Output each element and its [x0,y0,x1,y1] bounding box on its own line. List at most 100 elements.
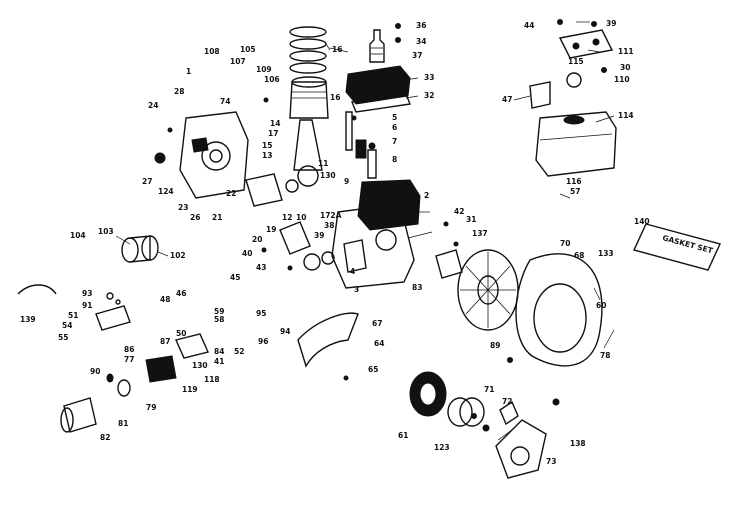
callout-12: 12 [282,213,292,222]
callout-60: 60 [596,301,606,310]
connecting-rod [293,119,323,187]
callout-115: 115 [568,57,584,66]
starter-cup [447,397,485,427]
callout-103: 103 [98,227,114,236]
callout-38: 38 [324,221,334,230]
callout-106: 106 [264,75,280,84]
callout-87: 87 [160,337,170,346]
callout-18: 16 [330,93,340,102]
callout-110: 110 [614,75,630,84]
callout-17: 17 [268,129,278,138]
callout-70: 70 [560,239,570,248]
callout-4: 4 [350,267,355,276]
callout-2: 2 [424,191,429,200]
callout-8: 8 [392,155,397,164]
callout-3: 3 [354,285,359,294]
callout-36: 36 [416,21,426,30]
callout-118: 118 [204,375,220,384]
carburetor [145,333,209,383]
callout-43: 43 [256,263,266,272]
callout-27: 27 [142,177,152,186]
callout-39b: 39 [314,231,324,240]
callout-93: 93 [82,289,92,298]
leader-lines [115,21,615,441]
callout-114: 114 [618,111,634,120]
callout-33: 33 [424,73,434,82]
callout-65: 65 [368,365,378,374]
callout-10: 10 [296,213,306,222]
callout-123: 123 [434,443,450,452]
callout-104: 104 [70,231,86,240]
bearing-sleeve [121,235,159,263]
callout-86: 86 [124,345,134,354]
spark-plug [369,29,385,63]
carburetor-linkage [95,292,131,331]
callout-19: 19 [266,225,276,234]
callout-52: 52 [234,347,244,356]
callout-23: 23 [178,203,188,212]
callout-22: 22 [226,189,236,198]
callout-6: 6 [392,123,397,132]
blower-housing [515,253,603,367]
tank-bracket [529,81,551,109]
callout-14: 14 [270,119,280,128]
callout-89: 89 [490,341,500,350]
callout-81: 81 [118,419,128,428]
callout-20: 20 [252,235,262,244]
callout-67: 67 [372,319,382,328]
callout-41: 41 [214,357,224,366]
callout-45: 45 [230,273,240,282]
callout-111: 111 [618,47,634,56]
piston-rings [289,26,327,74]
starter-pulley [409,371,447,417]
crankcase-cover [179,111,249,199]
callout-74: 74 [220,97,230,106]
callout-1: 1 [186,67,191,76]
callout-68: 68 [574,251,584,260]
callout-61: 61 [398,431,408,440]
callout-133: 133 [598,249,614,258]
callout-30: 30 [620,63,630,72]
callout-64: 64 [374,339,384,348]
callout-102: 102 [170,251,186,260]
callout-139: 139 [20,315,36,324]
callout-28: 28 [174,87,184,96]
callout-34: 34 [416,37,426,46]
choke-washer [106,373,131,397]
callout-44: 44 [524,21,534,30]
callout-31: 31 [466,215,476,224]
callout-90: 90 [90,367,100,376]
callout-91: 91 [82,301,92,310]
callout-50: 50 [176,329,186,338]
callout-82: 82 [100,433,110,442]
callout-116: 116 [566,177,582,186]
fuel-cap-plate [558,29,614,88]
callout-59: 59 [214,307,224,316]
valve-parts [345,111,377,179]
gasket-set-card: GASKET SET [633,223,721,271]
callout-46: 46 [176,289,186,298]
callout-42: 42 [454,207,464,216]
callout-84: 84 [214,347,224,356]
callout-24: 24 [148,101,158,110]
callout-55: 55 [58,333,68,342]
callout-labels: 36 34 37 16 33 32 16 108 105 107 109 106… [20,19,650,466]
callout-21: 21 [212,213,222,222]
callout-47: 47 [502,95,512,104]
callout-107: 107 [230,57,246,66]
callout-26: 26 [190,213,200,222]
callout-77: 77 [124,355,134,364]
callout-11: 11 [318,159,328,168]
gasket-set-text: GASKET SET [661,233,714,255]
callout-73: 73 [546,457,556,466]
callout-48: 48 [160,295,170,304]
callout-124: 124 [158,187,174,196]
fuel-tank [535,111,617,177]
callout-72: 72 [502,397,512,406]
callout-57: 57 [570,187,580,196]
callout-105: 105 [240,45,256,54]
engine-block [331,179,421,289]
callout-40: 40 [242,249,252,258]
callout-15: 15 [262,141,272,150]
callout-32: 32 [424,91,434,100]
